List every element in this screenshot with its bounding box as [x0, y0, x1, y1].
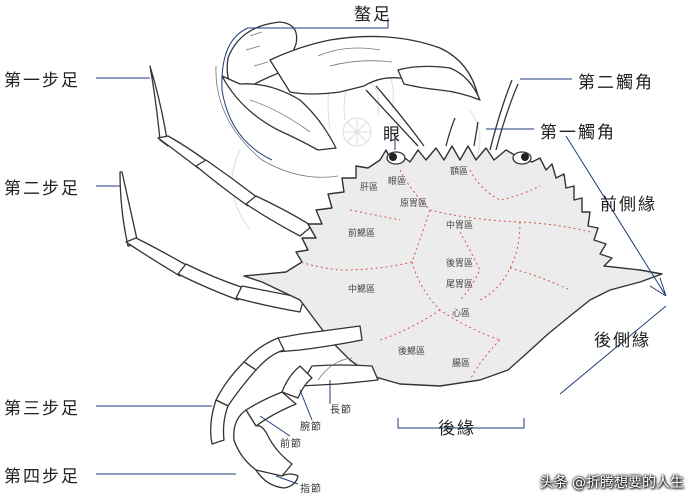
carapace-shape — [243, 145, 663, 387]
label-leader-lines — [96, 18, 667, 485]
eyes — [386, 151, 532, 165]
region-orbital: 眼區 — [388, 177, 407, 187]
label-cheliped: 螯足 — [354, 5, 392, 25]
region-epibranchial: 前鰓區 — [348, 229, 376, 239]
walking-leg-1 — [149, 65, 313, 237]
region-boundaries — [299, 169, 591, 381]
label-first-antenna: 第一觸角 — [540, 123, 616, 143]
label-posterior-margin: 後緣 — [438, 419, 476, 439]
watermark: 头条 @折腾想要的人生 — [539, 475, 684, 491]
label-dactylus: 指節 — [300, 484, 322, 495]
walking-leg-3 — [210, 325, 363, 445]
label-second-antenna: 第二觸角 — [578, 73, 654, 93]
region-mesogastric: 中胃區 — [446, 221, 474, 231]
walking-leg-2 — [119, 171, 305, 313]
label-walking-leg-1: 第一步足 — [4, 71, 80, 91]
region-mesobranchial: 中鰓區 — [348, 285, 376, 295]
label-merus: 長節 — [330, 405, 352, 416]
cheliped — [215, 21, 481, 178]
region-intestinal: 腸區 — [452, 359, 471, 369]
region-metabranchial: 後鰓區 — [398, 347, 426, 357]
region-metagastric: 後胃區 — [446, 259, 474, 269]
label-propodus: 前節 — [280, 439, 302, 450]
label-carpus: 腕節 — [300, 422, 322, 433]
label-anterolateral-margin: 前側緣 — [600, 195, 657, 215]
label-walking-leg-4: 第四步足 — [4, 467, 80, 487]
label-posterolateral-margin: 後側緣 — [594, 331, 651, 351]
label-eye: 眼 — [383, 125, 402, 145]
label-walking-leg-3: 第三步足 — [4, 399, 80, 419]
label-walking-leg-2: 第二步足 — [4, 179, 80, 199]
walking-leg-4 — [233, 357, 379, 489]
antennae — [365, 79, 519, 151]
region-cardiac: 心區 — [452, 309, 471, 319]
region-urogastric: 尾胃區 — [446, 280, 474, 290]
region-hepatic: 肝區 — [360, 183, 379, 193]
carapace — [243, 79, 663, 387]
region-frontal: 額區 — [450, 167, 469, 177]
region-protogastric: 原胃區 — [400, 199, 428, 209]
